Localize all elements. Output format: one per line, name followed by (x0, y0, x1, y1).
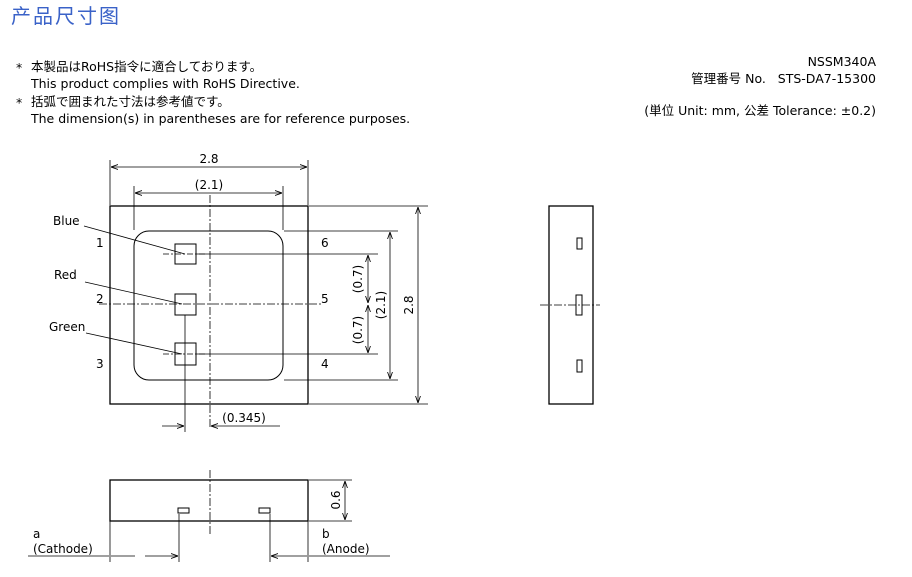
management-number: 管理番号 No. STS-DA7-15300 (691, 70, 876, 87)
pin-1: 1 (96, 236, 104, 250)
label-green: Green (49, 320, 85, 334)
chip-red (174, 293, 197, 316)
leader-red (84, 281, 183, 305)
asterisk-2: * (16, 95, 23, 110)
front-pad-cathode (177, 507, 190, 514)
note-reference-en: The dimension(s) in parentheses are for … (31, 111, 411, 126)
side-pad-bottom (576, 359, 583, 373)
note-rohs-jp: 本製品はRoHS指令に適合しております。 (31, 59, 263, 74)
pin-3: 3 (96, 357, 104, 371)
label-pitch-top: (0.7) (351, 265, 365, 293)
label-height: 2.8 (402, 295, 416, 314)
front-pad-anode (258, 507, 271, 514)
units-tolerance: (単位 Unit: mm, 公差 Tolerance: ±0.2) (644, 103, 876, 118)
label-blue: Blue (53, 214, 80, 228)
label-width: 2.8 (199, 152, 218, 166)
management-label: 管理番号 No. (691, 71, 766, 86)
pin-6: 6 (321, 236, 329, 250)
terminal-b-desc: (Anode) (322, 542, 370, 556)
terminal-a-desc: (Cathode) (33, 542, 93, 556)
pin-4: 4 (321, 357, 329, 371)
terminal-a: a (33, 527, 40, 541)
note-rohs-en: This product complies with RoHS Directiv… (31, 76, 300, 91)
terminal-b: b (322, 527, 330, 541)
note-reference-jp: 括弧で囲まれた寸法は参考値です。 (31, 94, 230, 109)
label-inner-height: (2.1) (374, 291, 388, 319)
label-thickness: 0.6 (329, 490, 343, 509)
leader-green (85, 332, 183, 355)
label-offset: (0.345) (222, 411, 266, 425)
side-pad-top (576, 237, 583, 250)
label-red: Red (54, 268, 77, 282)
management-value: STS-DA7-15300 (777, 71, 876, 86)
label-pitch-bottom: (0.7) (351, 316, 365, 344)
part-number: NSSM340A (807, 54, 876, 69)
package-outline-top (109, 205, 309, 405)
leader-blue (83, 225, 186, 255)
pin-5: 5 (321, 292, 329, 306)
pin-2: 2 (96, 292, 104, 306)
label-inner-width: (2.1) (195, 178, 223, 192)
package-outline-front (109, 479, 309, 522)
lens-window (133, 230, 284, 381)
page-title: 产品尺寸图 (11, 4, 121, 28)
asterisk-1: * (16, 60, 23, 75)
